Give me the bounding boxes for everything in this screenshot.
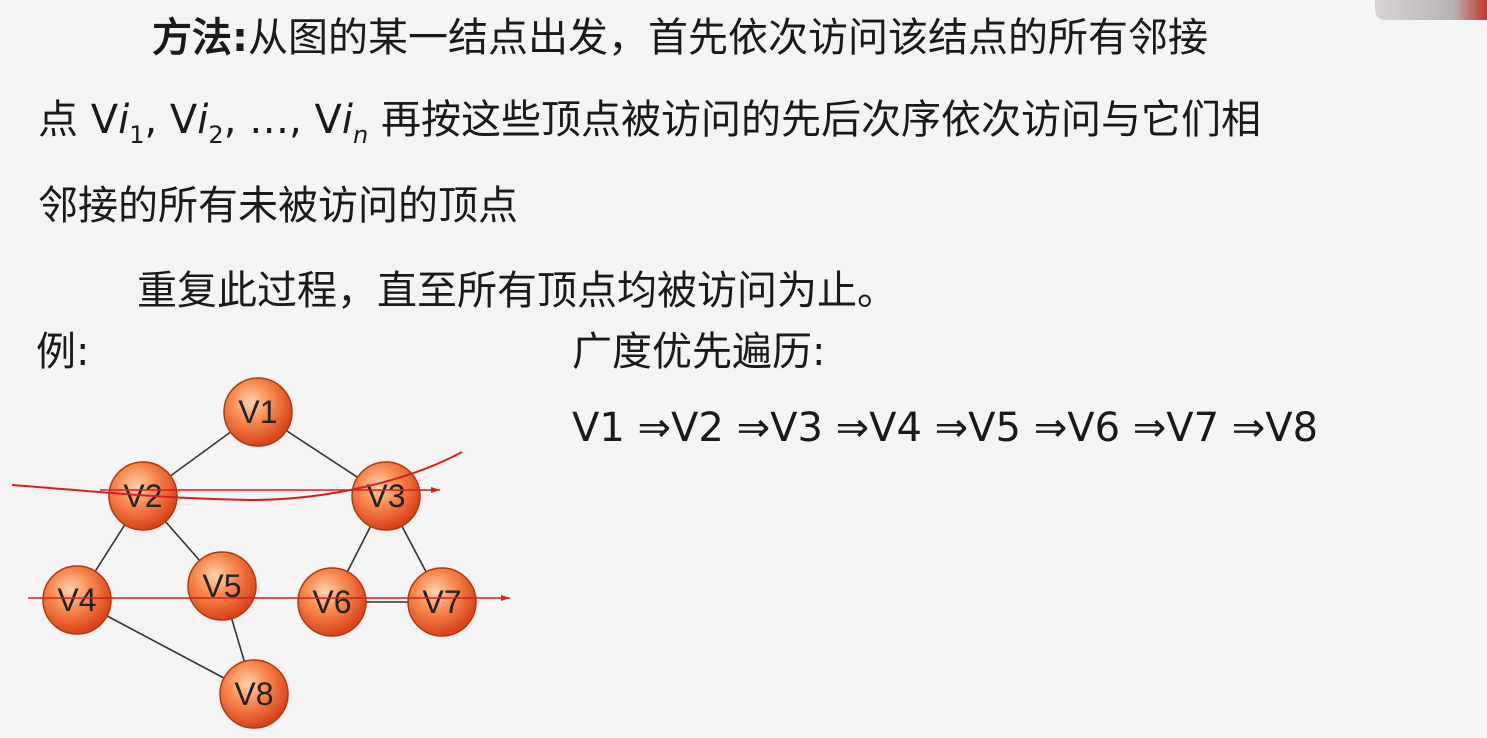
node-v5: V5	[187, 551, 257, 621]
ellipsis: , …, V	[223, 97, 342, 143]
graph-edges	[76, 411, 443, 695]
freehand-stroke	[11, 451, 463, 502]
node-v7: V7	[407, 567, 477, 637]
line2-suffix: 再按这些顶点被访问的先后次序依次访问与它们相	[368, 97, 1261, 143]
repeat-line: 重复此过程，直至所有顶点均被访问为止。	[137, 268, 897, 314]
node-circle	[42, 565, 112, 635]
node-circle	[223, 377, 293, 447]
example-label: 例:	[36, 329, 90, 375]
arrowhead-row-3	[501, 595, 510, 601]
var-i-2: i	[197, 97, 209, 143]
node-circle	[187, 551, 257, 621]
node-label: V6	[312, 584, 351, 620]
node-circle	[297, 567, 367, 637]
var-i-1: i	[118, 97, 130, 143]
node-circle	[219, 659, 289, 729]
separator-v: , V	[144, 97, 198, 143]
window-corner-decoration	[1375, 0, 1487, 20]
node-v4: V4	[42, 565, 112, 635]
node-v8: V8	[219, 659, 289, 729]
var-i-n: i	[341, 97, 354, 143]
method-label: 方法:	[152, 15, 248, 61]
node-label: V8	[234, 676, 273, 712]
node-v3: V3	[351, 461, 421, 531]
red-annotations	[11, 451, 510, 601]
arrowhead-row-2	[431, 487, 440, 493]
line2-prefix: 点 V	[38, 97, 119, 143]
method-line-3: 邻接的所有未被访问的顶点	[38, 183, 518, 229]
subscript-n: n	[353, 121, 369, 149]
node-circle	[351, 461, 421, 531]
method-text: 从图的某一结点出发，首先依次访问该结点的所有邻接	[248, 15, 1208, 61]
node-label: V3	[366, 478, 405, 514]
node-label: V7	[422, 584, 461, 620]
method-line: 方法:从图的某一结点出发，首先依次访问该结点的所有邻接	[152, 14, 1208, 62]
node-label: V1	[238, 394, 277, 430]
subscript-1: 1	[129, 121, 145, 149]
bfs-label: 广度优先遍历:	[572, 329, 826, 375]
bfs-sequence: V1 ⇒V2 ⇒V3 ⇒V4 ⇒V5 ⇒V6 ⇒V7 ⇒V8	[572, 405, 1319, 451]
node-v6: V6	[297, 567, 367, 637]
method-line-2: 点 Vi1, Vi2, …, Vin 再按这些顶点被访问的先后次序依次访问与它们…	[38, 96, 1261, 159]
node-v1: V1	[223, 377, 293, 447]
node-label: V4	[57, 582, 96, 618]
subscript-2: 2	[208, 121, 224, 149]
node-circle	[407, 567, 477, 637]
